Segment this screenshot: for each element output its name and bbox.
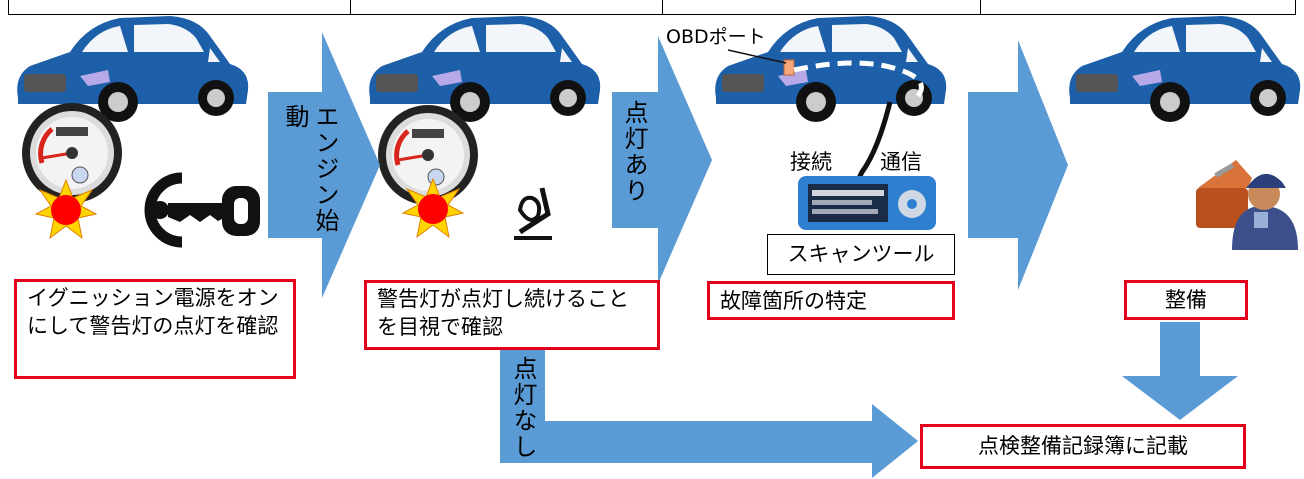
connect-label: 接続 <box>790 150 832 174</box>
step1-label: イグニッション電源をオンにして警告灯の点灯を確認 <box>27 286 279 338</box>
step3-label: 故障箇所の特定 <box>720 289 867 313</box>
lit-label: 点灯あり <box>620 100 648 204</box>
step2-box: 警告灯が点灯し続けることを目視で確認 <box>364 280 660 350</box>
scan-tool-device-icon <box>798 176 936 230</box>
record-box: 点検整備記録簿に記載 <box>920 424 1246 469</box>
arrow-not-lit <box>500 350 918 478</box>
car-icon <box>1069 16 1301 122</box>
arrow-lit <box>612 36 712 284</box>
arrow-engine-start <box>268 32 380 298</box>
table-divider <box>662 0 663 14</box>
obd-leader-line <box>727 49 787 64</box>
car-icon <box>17 16 249 122</box>
dashboard-gauge-icon <box>378 105 478 205</box>
mechanic-icon <box>1196 160 1298 250</box>
obd-port-label: OBDポート <box>666 26 766 48</box>
arrow-to-maintenance <box>968 40 1068 290</box>
dashboard-gauge-icon <box>22 103 122 203</box>
car-icon <box>369 16 601 122</box>
scan-tool-label: スキャンツール <box>767 234 955 275</box>
table-border <box>8 0 1296 15</box>
table-divider <box>980 0 981 14</box>
not-lit-label: 点灯なし <box>509 356 537 460</box>
table-divider <box>350 0 351 14</box>
engine-start-label: エンジン始動 <box>281 104 339 234</box>
step4-label: 整備 <box>1165 288 1207 312</box>
step2-label: 警告灯が点灯し続けることを目視で確認 <box>377 287 629 339</box>
engine-warning-icon <box>514 187 552 240</box>
scan-cable <box>855 101 893 182</box>
step1-box: イグニッション電源をオンにして警告灯の点灯を確認 <box>14 279 296 379</box>
record-label: 点検整備記録簿に記載 <box>978 434 1188 458</box>
step3-box: 故障箇所の特定 <box>707 281 955 320</box>
communicate-label: 通信 <box>880 150 922 174</box>
arrow-down-to-record <box>1122 322 1238 420</box>
obd-cable-dashed <box>793 60 924 98</box>
step4-box: 整備 <box>1124 280 1248 320</box>
ignition-key-icon <box>144 172 260 248</box>
